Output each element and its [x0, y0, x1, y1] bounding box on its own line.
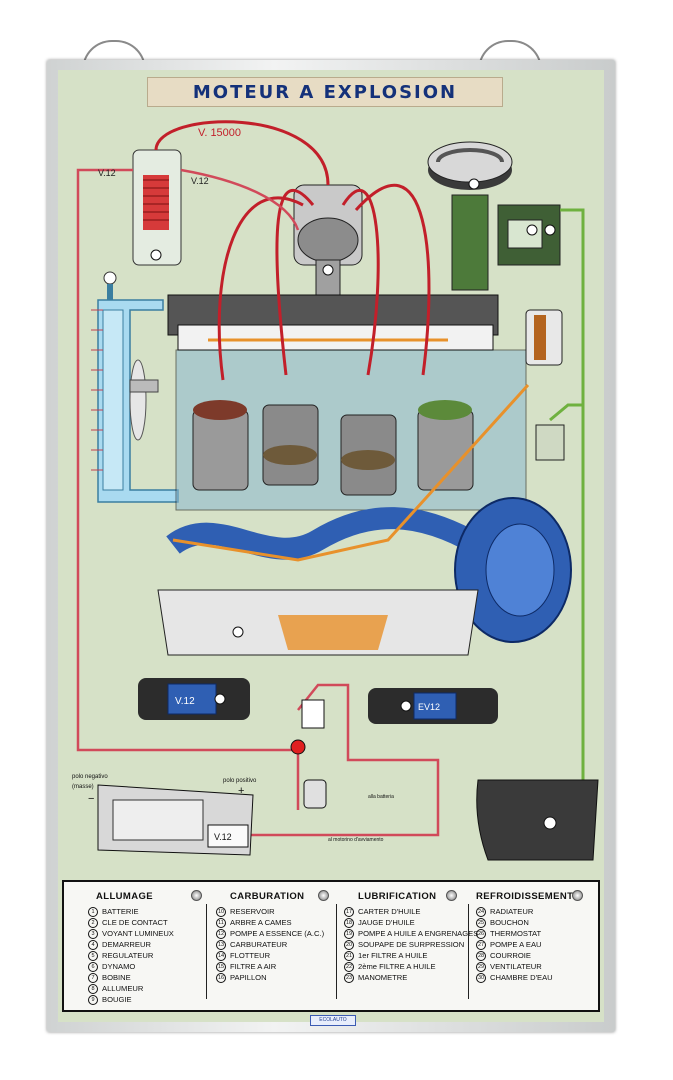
label-15000v: V. 15000 — [198, 127, 241, 139]
engine-block — [166, 294, 572, 643]
oil-sump — [157, 589, 479, 656]
page-title: MOTEUR A EXPLOSION — [192, 81, 458, 103]
legend-divider — [336, 904, 337, 999]
label-ground: (masse) — [72, 784, 94, 790]
distributor — [293, 184, 363, 301]
legend-heading-ignition: ALLUMAGE — [96, 891, 154, 902]
oil-line — [172, 383, 530, 562]
carburettor — [451, 194, 561, 291]
engine-diagram: V. 15000 V.12 V.12 V.12 EV12 V.12 polo n… — [72, 120, 599, 861]
radiator — [91, 271, 179, 503]
air-filter — [427, 141, 513, 190]
label-to-battery: alla batteria — [368, 794, 394, 800]
label-battery-v12: V.12 — [214, 832, 232, 842]
starter-motor — [368, 688, 498, 724]
fuel-line — [560, 208, 585, 810]
ignition-coil — [132, 149, 182, 266]
label-minus: − — [88, 793, 94, 805]
ignition-wiring — [76, 168, 440, 837]
label-dynamo-v12: V.12 — [175, 696, 195, 707]
fuel-pump — [535, 424, 565, 461]
indicator-bulb-lubrication — [446, 890, 457, 901]
maker-plate: ECOLAUTO — [310, 1015, 356, 1026]
legend-divider — [468, 904, 469, 999]
indicator-bulb-carburation — [318, 890, 329, 901]
label-negative-pole: polo negativo — [72, 774, 108, 780]
dynamo — [138, 678, 250, 720]
label-starter-ev12: EV12 — [418, 702, 440, 712]
title-plate: MOTEUR A EXPLOSION — [147, 77, 503, 107]
legend-divider — [206, 904, 207, 999]
label-coil-left-v12: V.12 — [98, 168, 116, 178]
warning-light — [290, 739, 306, 755]
indicator-bulb-ignition — [191, 890, 202, 901]
label-to-starter: al motorino d'avviamento — [328, 837, 384, 843]
label-positive-pole: polo positivo — [223, 778, 257, 784]
regulator — [301, 699, 325, 729]
legend-heading-carburation: CARBURATION — [230, 891, 305, 902]
battery — [97, 784, 254, 856]
high-tension-leads — [154, 120, 431, 381]
fan — [129, 359, 159, 441]
legend-heading-cooling: REFROIDISSEMENT — [476, 891, 574, 902]
indicator-bulb-cooling — [572, 890, 583, 901]
legend-heading-lubrication: LUBRIFICATION — [358, 891, 437, 902]
label-plus: + — [238, 785, 244, 797]
fuel-tank — [476, 779, 599, 861]
label-coil-right-v12: V.12 — [191, 176, 209, 186]
ignition-key — [303, 779, 327, 809]
